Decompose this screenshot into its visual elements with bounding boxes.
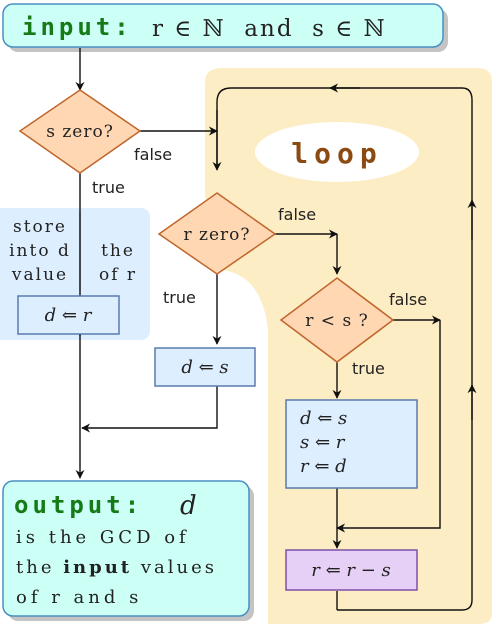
label-s-zero-true: true xyxy=(92,178,125,197)
loop-label: loop xyxy=(291,137,382,170)
decision-r-lt-s xyxy=(279,277,395,363)
process-swap-line-1: d ⇐ s xyxy=(300,408,347,429)
output-line-2-bold: input xyxy=(63,557,132,578)
input-box xyxy=(2,3,444,48)
process-d-from-s-label: d ⇐ s xyxy=(181,357,228,378)
note-left-2: into d xyxy=(9,241,71,261)
output-line-2-pre: the xyxy=(16,557,63,578)
process-swap-line-3: r ⇐ d xyxy=(300,456,347,477)
process-swap xyxy=(285,399,418,489)
process-d-from-r-label: d ⇐ r xyxy=(45,305,93,326)
decision-s-zero-label: s zero? xyxy=(46,122,114,142)
edge-false-down xyxy=(336,320,441,533)
label-r-zero-true: true xyxy=(163,288,196,307)
decision-r-zero-label: r zero? xyxy=(183,225,250,245)
decision-r-lt-s-label: r < s ? xyxy=(305,311,368,331)
connectors xyxy=(75,48,477,611)
edge-d-s-to-merge xyxy=(81,386,218,433)
output-line-3: of r and s xyxy=(16,587,142,608)
output-var: d xyxy=(180,491,197,521)
label-r-lt-s-false: false xyxy=(389,290,427,309)
process-subtract xyxy=(285,549,418,591)
process-d-from-s xyxy=(154,347,256,387)
edge-loop-top xyxy=(216,87,473,611)
note-left-1: store xyxy=(13,217,67,237)
output-label: output: xyxy=(14,491,143,519)
process-subtract-label: r ⇐ r − s xyxy=(311,560,391,581)
label-r-lt-s-true: true xyxy=(352,359,385,378)
output-line-2-post: values xyxy=(132,557,217,578)
decision-s-zero xyxy=(18,89,142,174)
output-line-1: is the GCD of xyxy=(16,527,190,548)
output-line-2: the input values xyxy=(16,557,217,578)
input-condition: r ∈ ℕ and s ∈ ℕ xyxy=(152,16,387,42)
decision-r-zero xyxy=(157,192,277,275)
note-left-3: value xyxy=(11,265,68,285)
note-right-1: the xyxy=(101,241,135,261)
output-box xyxy=(2,480,250,617)
input-label: input: xyxy=(22,13,133,41)
label-r-zero-false: false xyxy=(278,205,316,224)
process-swap-line-2: s ⇐ r xyxy=(300,432,346,453)
label-s-zero-false: false xyxy=(134,145,172,164)
loop-label-bubble xyxy=(255,122,419,182)
process-d-from-r xyxy=(17,295,120,335)
note-right-2: of r xyxy=(99,265,137,285)
